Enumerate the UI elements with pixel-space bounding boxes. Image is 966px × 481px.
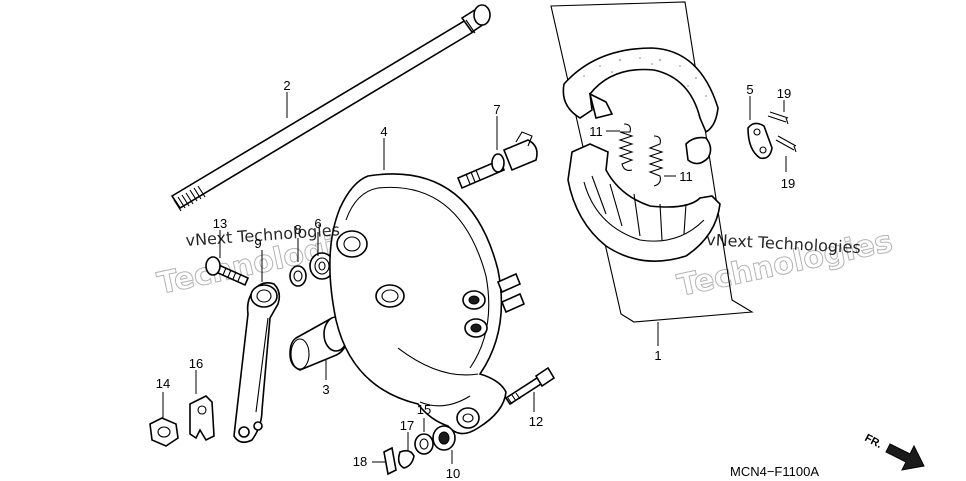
callout-10: 10 [446,466,460,481]
callout-14: 14 [156,376,170,391]
axle-bolt-part-2 [170,4,491,212]
callout-17: 17 [400,418,414,433]
callout-3: 3 [322,382,329,397]
washer-part-8 [289,265,307,287]
callout-5: 5 [746,82,753,97]
retainer-plate-part-5 [747,122,773,160]
clip-part-19-lower [775,135,797,153]
callout-19-lower: 19 [781,176,795,191]
callout-2: 2 [283,78,290,93]
brake-shoe-lower [567,143,721,262]
clip-part-19-upper [767,111,789,125]
callout-11-upper: 11 [589,124,603,139]
callout-1: 1 [654,348,661,363]
callout-13: 13 [213,216,227,231]
washer-part-15 [414,433,434,455]
spring-part-11-lower [648,135,664,187]
diagram-code: MCN4−F1100A [730,464,819,479]
callout-7: 7 [493,102,500,117]
callout-numbers: 2 4 7 5 19 19 11 11 1 6 8 9 13 3 16 14 1… [156,78,795,481]
seal-part-6 [309,252,335,280]
front-direction-arrow: FR. [863,432,925,471]
callout-12: 12 [529,414,543,429]
callout-4: 4 [380,124,387,139]
pin-part-17 [397,449,415,469]
brake-panel-part-4 [329,173,526,435]
spring-part-11-upper [618,123,634,171]
callout-8: 8 [294,222,301,237]
callout-18: 18 [353,454,367,469]
leader-lines [162,92,787,464]
cotter-pin-part-18 [383,446,397,476]
callout-6: 6 [314,216,321,231]
callout-11-lower: 11 [679,169,693,184]
callout-9: 9 [254,236,261,251]
nut-part-10 [432,425,456,451]
direction-label: FR. [863,432,884,451]
brake-cam-part-7 [456,131,538,190]
callout-19-upper: 19 [777,86,791,101]
nut-part-14 [149,417,179,447]
brake-arm-bolt-part-13 [205,256,250,287]
brake-shoe-upper [562,47,719,165]
callout-15: 15 [417,402,431,417]
panel-bolt-part-12 [504,366,556,406]
brake-arm-part-9 [233,282,281,444]
brake-shoe-frame [550,1,754,323]
callout-16: 16 [189,356,203,371]
arrow-icon [885,443,925,471]
spring-plate-part-16 [189,395,215,442]
